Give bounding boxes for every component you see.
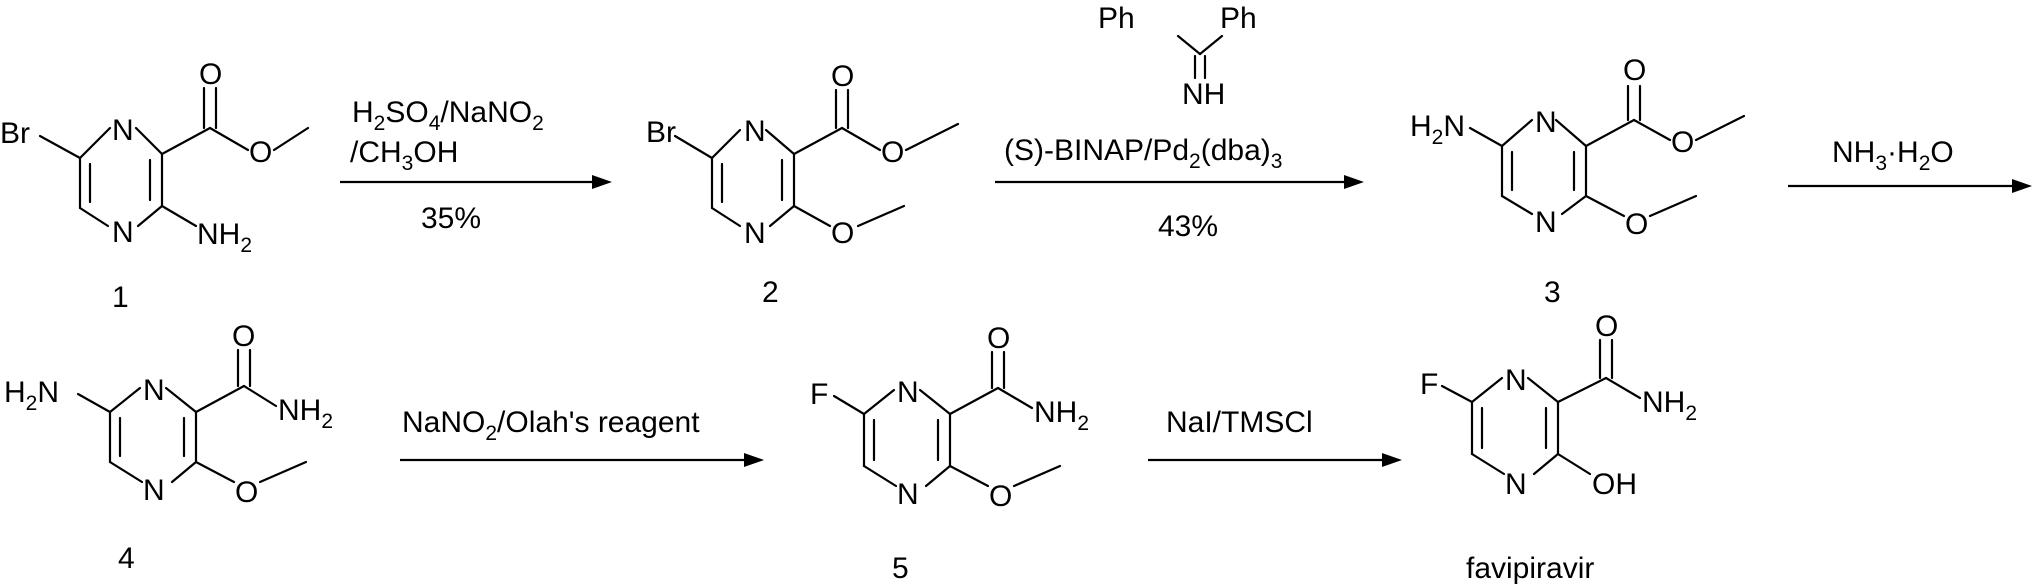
atom-n: N (112, 216, 134, 249)
compound-1: Br N N O O NH2 1 (0, 58, 310, 314)
reagent-text: NaI/TMSCl (1166, 406, 1313, 439)
atom-o: O (1623, 54, 1646, 87)
atom-o: O (1595, 310, 1618, 343)
atom-n: N (744, 115, 766, 148)
reaction-arrow-2: Ph Ph NH (S)-BINAP/Pd2(dba)3 43% (995, 2, 1364, 243)
amine-group: H2N (4, 376, 59, 415)
atom-o: O (1625, 208, 1648, 241)
atom-n: N (1505, 364, 1527, 397)
compound-2: Br N N O O O 2 (646, 60, 960, 309)
atom-br: Br (0, 117, 30, 150)
compound-5: F N N O NH2 O 5 (810, 322, 1089, 585)
reagent-text: NH3·H2O (1832, 136, 1954, 175)
atom-ph: Ph (1098, 2, 1135, 35)
yield-text: 35% (421, 202, 481, 235)
atom-f: F (810, 378, 828, 411)
atom-n: N (897, 376, 919, 409)
atom-n: N (143, 474, 165, 507)
atom-f: F (1420, 368, 1438, 401)
compound-label: 1 (112, 281, 129, 314)
atom-n: N (1505, 468, 1527, 501)
amide-group: NH2 (1034, 396, 1089, 435)
compound-label: favipiravir (1466, 552, 1594, 585)
atom-br: Br (646, 116, 676, 149)
reagent-text: /CH3OH (350, 136, 458, 175)
atom-nh: NH (1182, 78, 1225, 111)
reagent-text: NaNO2/Olah's reagent (402, 406, 700, 445)
atom-o: O (989, 480, 1012, 513)
yield-text: 43% (1158, 210, 1218, 243)
reaction-arrow-3: NH3·H2O (1788, 136, 2032, 193)
atom-o: O (1671, 126, 1694, 159)
atom-ph: Ph (1220, 2, 1257, 35)
reaction-arrow-5: NaI/TMSCl (1148, 406, 1402, 467)
atom-o: O (235, 476, 258, 509)
amide-group: NH2 (278, 394, 333, 433)
atom-oh: OH (1592, 468, 1637, 501)
reaction-arrow-4: NaNO2/Olah's reagent (400, 406, 764, 467)
atom-o: O (199, 58, 222, 91)
reagent-text: (S)-BINAP/Pd2(dba)3 (1004, 134, 1282, 173)
atom-n: N (143, 374, 165, 407)
atom-o: O (881, 136, 904, 169)
atom-n: N (112, 114, 134, 147)
compound-label: 5 (892, 552, 909, 585)
amine-group: NH2 (197, 218, 252, 257)
atom-o: O (987, 322, 1010, 355)
amide-group: NH2 (1642, 386, 1697, 425)
atom-n: N (744, 217, 766, 250)
compound-label: 2 (762, 276, 779, 309)
amine-group: H2N (1410, 110, 1465, 149)
reagent-text: H2SO4/NaNO2 (352, 96, 544, 135)
atom-n: N (1535, 206, 1557, 239)
atom-n: N (1535, 106, 1557, 139)
atom-o: O (249, 136, 272, 169)
compound-label: 4 (118, 542, 135, 575)
reaction-arrow-1: H2SO4/NaNO2 /CH3OH 35% (340, 96, 612, 235)
atom-n: N (897, 478, 919, 511)
atom-o: O (831, 217, 854, 250)
compound-label: 3 (1544, 276, 1561, 309)
compound-favipiravir: F N N O NH2 OH favipiravir (1420, 310, 1697, 585)
compound-3: H2N N N O O O 3 (1410, 54, 1746, 309)
atom-o: O (831, 60, 854, 93)
benzophenone-imine: Ph Ph NH (1098, 2, 1257, 111)
atom-o: O (232, 320, 255, 353)
compound-4: H2N N N O NH2 O 4 (4, 320, 333, 575)
